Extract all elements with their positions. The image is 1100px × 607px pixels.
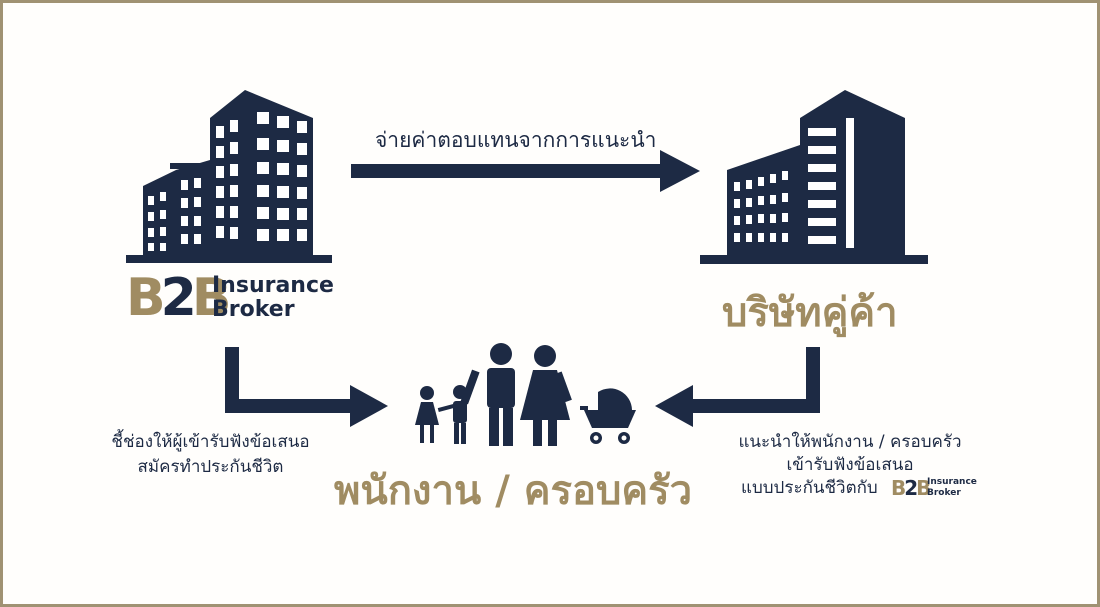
logo-letter-b1: B	[126, 268, 166, 328]
broker-building-windows	[148, 112, 307, 251]
broker-logo-small: B2B Insurance Broker	[891, 476, 986, 500]
edge-note-broker-to-target: ชี้ช่องให้ผู้เข้ารับฟังข้อเสนอ สมัครทำปร…	[98, 430, 323, 480]
small-logo-letter-b2: B	[916, 476, 931, 500]
broker-logo: B2B Insurance Broker	[126, 268, 346, 328]
arrow-broker-to-target	[225, 347, 388, 427]
note-line: สมัครทำประกันชีวิต	[137, 457, 284, 477]
small-logo-digit-2: 2	[904, 476, 918, 500]
note-line-with-logo: แบบประกันชีวิตกับ	[705, 477, 995, 500]
logo-letter-b2: B	[191, 268, 232, 328]
target-name: พนักงาน / ครอบครัว	[334, 468, 693, 514]
note-line: ชี้ช่องให้ผู้เข้ารับฟังข้อเสนอ	[111, 432, 310, 452]
small-logo-words: Insurance Broker	[927, 477, 977, 499]
partner-name: บริษัทคู่ค้า	[722, 290, 898, 336]
broker-logo-monogram: B2B	[126, 268, 232, 328]
arrow-broker-to-partner	[351, 150, 700, 192]
small-logo-word-insurance: Insurance	[927, 477, 977, 487]
arrow-partner-to-target	[655, 347, 820, 427]
partner-building-windows	[734, 118, 854, 248]
broker-logo-words: Insurance Broker	[212, 274, 334, 322]
logo-word-insurance: Insurance	[212, 273, 334, 298]
edge-note-partner-to-target: แนะนำให้พนักงาน / ครอบครัว เข้ารับฟังข้อ…	[705, 431, 995, 500]
note-line: แบบประกันชีวิตกับ	[741, 478, 878, 498]
note-line: เข้ารับฟังข้อเสนอ	[786, 455, 914, 475]
small-logo-word-broker: Broker	[927, 488, 961, 498]
logo-digit-2: 2	[160, 268, 197, 328]
small-logo-letter-b1: B	[891, 476, 906, 500]
small-logo-monogram: B2B	[891, 476, 931, 500]
family-icon	[415, 343, 636, 446]
logo-word-broker: Broker	[212, 297, 295, 322]
edge-label-broker-to-partner: จ่ายค่าตอบแทนจากการแนะนำ	[375, 128, 657, 152]
note-line: แนะนำให้พนักงาน / ครอบครัว	[738, 432, 962, 452]
